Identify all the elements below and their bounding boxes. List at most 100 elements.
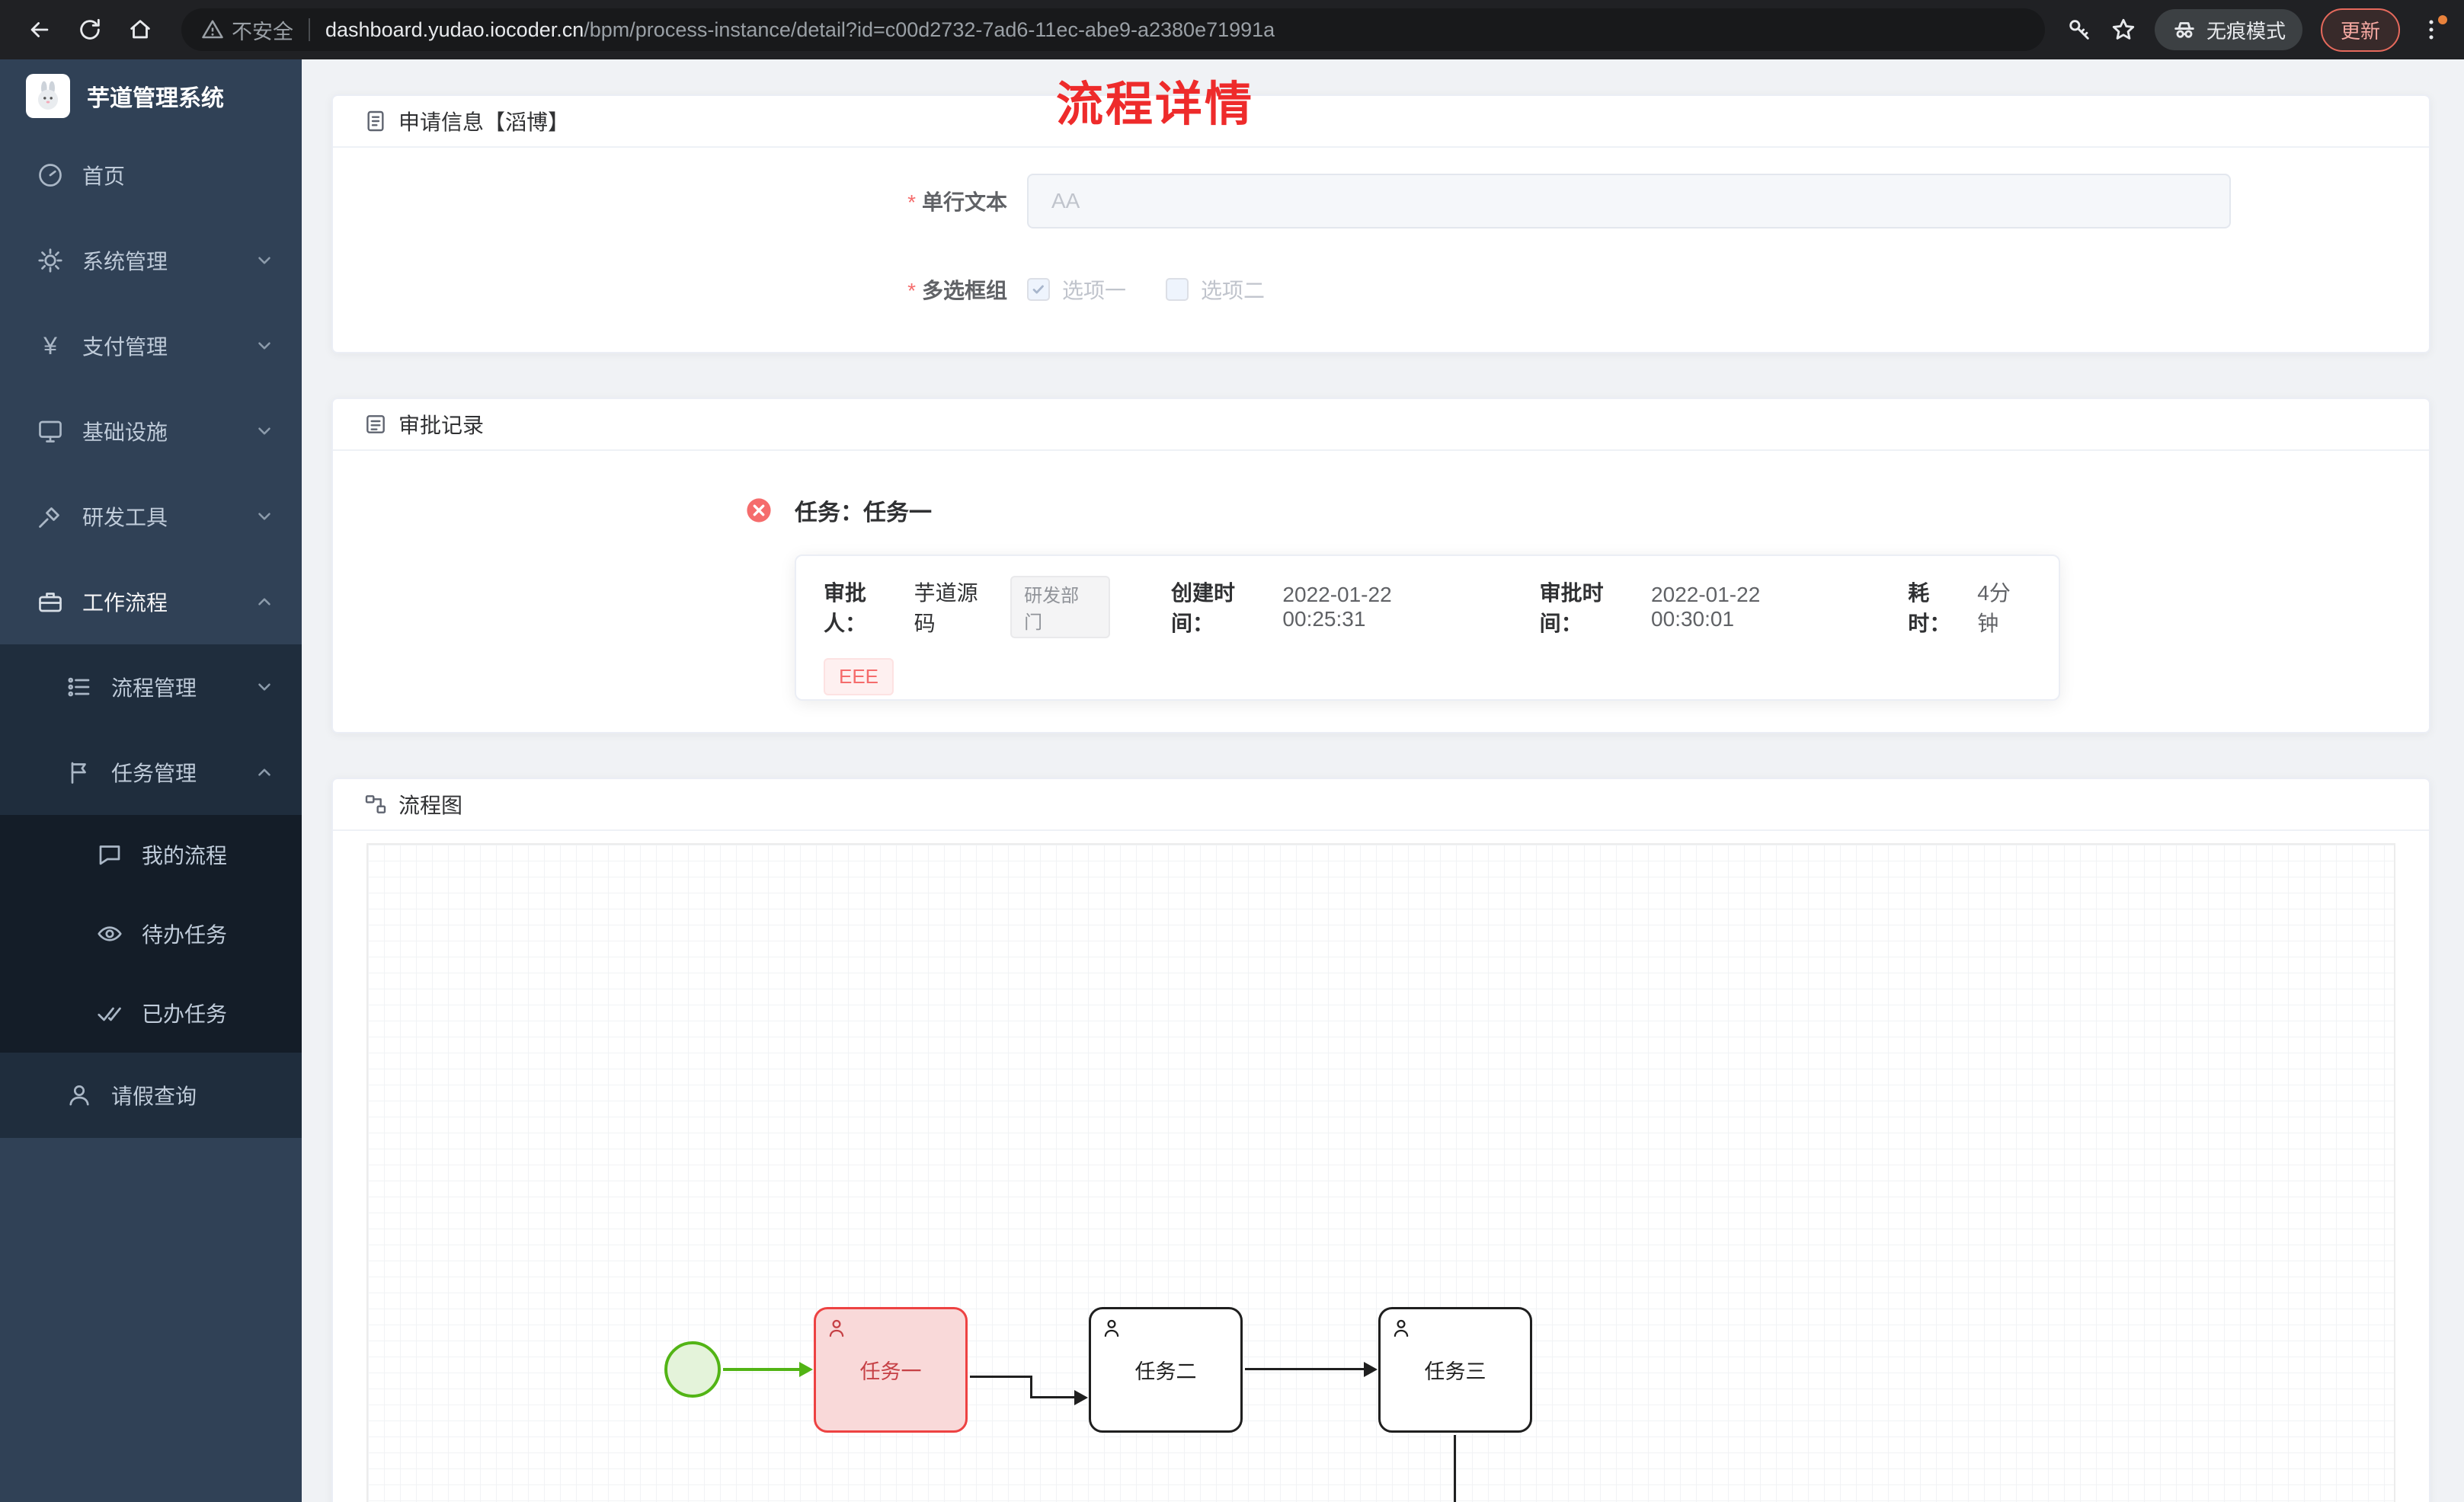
flag-icon [66,759,93,786]
reload-button[interactable] [70,10,110,50]
sidebar-item-label: 基础设施 [82,420,168,444]
user-task-icon [1390,1317,1413,1340]
sidebar-item-system[interactable]: 系统管理 [0,218,302,303]
workflow-submenu: 流程管理 任务管理 我的流程 待办任务 已办任务 [0,644,302,1138]
user-task-icon [1100,1317,1123,1340]
sidebar-item-devtools[interactable]: 研发工具 [0,474,302,559]
address-bar[interactable]: 不安全 dashboard.yudao.iocoder.cn/bpm/proce… [181,8,2045,51]
task-title: 任务：任务一 [795,500,932,526]
process-diagram-header: 流程图 [333,779,2429,831]
checkbox-unchecked-icon [1166,278,1189,301]
sidebar-item-process-management[interactable]: 流程管理 [0,644,302,730]
back-button[interactable] [20,10,59,50]
briefcase-icon [37,588,64,615]
diagram-icon [365,795,386,813]
flow-edge-task1-to-task2 [1030,1376,1032,1398]
create-time-label: 创建时间： [1170,581,1235,635]
apply-info-header: 申请信息【滔博】 [333,96,2429,148]
not-secure-label: 不安全 [232,20,293,43]
duration-value: 4分钟 [1977,581,2011,635]
sidebar-item-home[interactable]: 首页 [0,133,302,218]
bpmn-canvas[interactable]: 任务一 任务二 任务三 [366,843,2395,1502]
process-diagram-title: 流程图 [398,794,463,817]
back-arrow-icon [30,22,49,37]
sidebar-item-label: 工作流程 [82,591,168,615]
field-label: *多选框组 [907,279,1007,302]
app-logo [26,74,70,118]
approver-name: 芋道源码 [914,581,978,635]
single-line-text-input [1027,174,2231,228]
approver-group: 审批人： 芋道源码 研发部门 [824,576,1110,638]
task-label: 任务二 [1134,1360,1197,1383]
sidebar-item-label: 我的流程 [142,844,228,868]
records-icon [366,415,385,433]
password-key-icon[interactable] [2066,17,2092,43]
checkbox-label: 选项二 [1201,279,1266,302]
url-text: dashboard.yudao.iocoder.cn/bpm/process-i… [325,18,1275,42]
sidebar-item-label: 待办任务 [142,923,228,947]
checkbox-option-2: 选项二 [1166,274,1265,305]
tools-icon [37,503,64,530]
page-title: 流程详情 [1055,78,1255,131]
sidebar-item-label: 支付管理 [82,335,168,359]
bookmark-star-icon[interactable] [2110,17,2136,43]
bpmn-task-2[interactable]: 任务二 [1089,1307,1243,1433]
app-logo-row[interactable]: 芋道管理系统 [0,59,302,133]
browser-toolbar: 不安全 dashboard.yudao.iocoder.cn/bpm/proce… [0,0,2464,59]
sidebar-item-leave-query[interactable]: 请假查询 [0,1053,302,1138]
home-button[interactable] [120,10,160,50]
checkbox-option-1: 选项一 [1027,274,1126,305]
kebab-menu-icon [2429,20,2434,40]
approver-label: 审批人： [824,581,867,635]
sidebar-item-infrastructure[interactable]: 基础设施 [0,388,302,474]
bpmn-task-3[interactable]: 任务三 [1378,1307,1532,1433]
sidebar-item-todo-tasks[interactable]: 待办任务 [0,894,302,973]
sidebar-item-payment[interactable]: ¥ 支付管理 [0,303,302,388]
url-path: /bpm/process-instance/detail?id=c00d2732… [584,18,1275,41]
approve-time-group: 审批时间： 2022-01-22 00:30:01 [1540,577,1848,638]
home-icon [130,20,150,39]
arrowhead [1074,1390,1088,1405]
approval-comment-tag: EEE [824,658,894,695]
sidebar: 芋道管理系统 首页 系统管理 ¥ 支付管理 基础设施 研发工具 工作 [0,59,302,1502]
required-mark: * [907,190,916,214]
not-secure-chip[interactable]: 不安全 [201,15,293,45]
create-time-group: 创建时间： 2022-01-22 00:25:31 [1171,577,1479,638]
sidebar-item-label: 首页 [82,165,126,188]
approve-time-value: 2022-01-22 00:30:01 [1651,583,1761,631]
update-badge-dot [2438,15,2447,24]
incognito-label: 无痕模式 [2206,19,2286,43]
chevron-down-icon [254,336,274,356]
bpmn-task-1[interactable]: 任务一 [814,1307,968,1433]
chevron-up-icon [254,592,274,612]
user-icon [66,1082,93,1109]
checkbox-checked-icon [1027,278,1050,301]
reload-icon [80,18,100,40]
browser-menu-button[interactable] [2418,15,2447,43]
flow-edge-task1-to-task2 [1030,1396,1076,1398]
chevron-down-icon [254,251,274,270]
gear-icon [37,247,64,274]
monitor-icon [37,417,64,445]
form-row-checkbox: *多选框组 选项一 选项二 [333,274,2429,305]
create-time-value: 2022-01-22 00:25:31 [1282,583,1392,631]
required-mark: * [907,279,916,302]
flow-edge-task2-to-task3 [1245,1368,1365,1370]
sidebar-item-workflow[interactable]: 工作流程 [0,559,302,644]
form-row-text: *单行文本 [333,174,2429,228]
flow-edge-start-to-task1 [723,1368,801,1371]
timeline-task-row: 任务：任务一 [333,494,2429,527]
sidebar-item-my-process[interactable]: 我的流程 [0,815,302,894]
chevron-down-icon [254,421,274,441]
bpmn-start-event[interactable] [664,1341,721,1398]
incognito-icon [2174,22,2194,38]
chevron-up-icon [254,762,274,782]
task-management-children: 我的流程 待办任务 已办任务 [0,815,302,1053]
arrowhead [799,1362,813,1377]
update-browser-button[interactable]: 更新 [2320,8,2400,52]
duration-label: 耗时： [1908,581,1951,635]
sidebar-item-done-tasks[interactable]: 已办任务 [0,973,302,1053]
warning-icon [202,20,223,39]
sidebar-item-label: 任务管理 [111,762,197,785]
sidebar-item-task-management[interactable]: 任务管理 [0,730,302,815]
